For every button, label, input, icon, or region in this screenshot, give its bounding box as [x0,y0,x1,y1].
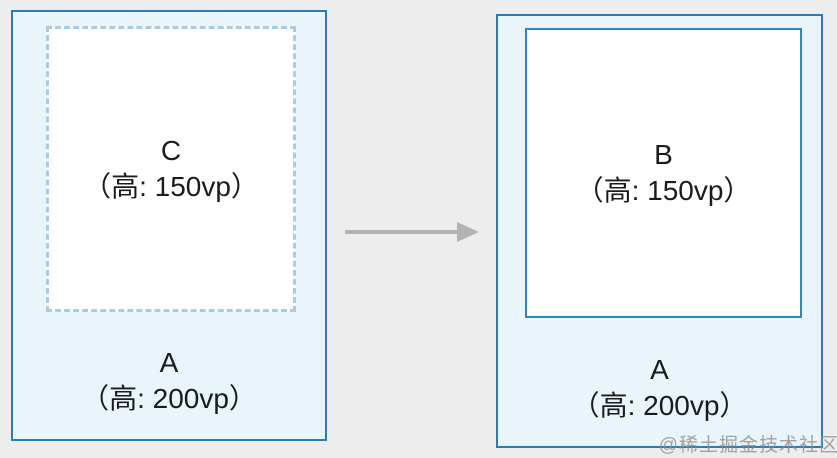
container-a-height-label-right: （高: 200vp） [571,390,748,421]
child-b-height-label: （高: 150vp） [575,175,752,206]
right-container-a: B （高: 150vp） A （高: 200vp） [496,14,823,448]
left-container-a-label-block: A （高: 200vp） [13,345,325,417]
watermark: @稀土掘金技术社区 [658,435,837,456]
left-container-a: C （高: 150vp） A （高: 200vp） [11,10,327,441]
container-a-label-right: A [650,354,669,385]
right-container-a-label-block: A （高: 200vp） [498,352,821,424]
container-a-label: A [159,347,179,378]
left-child-c-dashed-box: C （高: 150vp） [46,26,296,312]
child-b-label: B [654,139,673,170]
container-a-height-label: （高: 200vp） [81,383,257,414]
child-c-label: C [160,135,182,166]
right-child-b-box: B （高: 150vp） [525,28,802,318]
arrow-right-icon [343,213,483,251]
child-c-height-label: （高: 150vp） [83,171,259,202]
